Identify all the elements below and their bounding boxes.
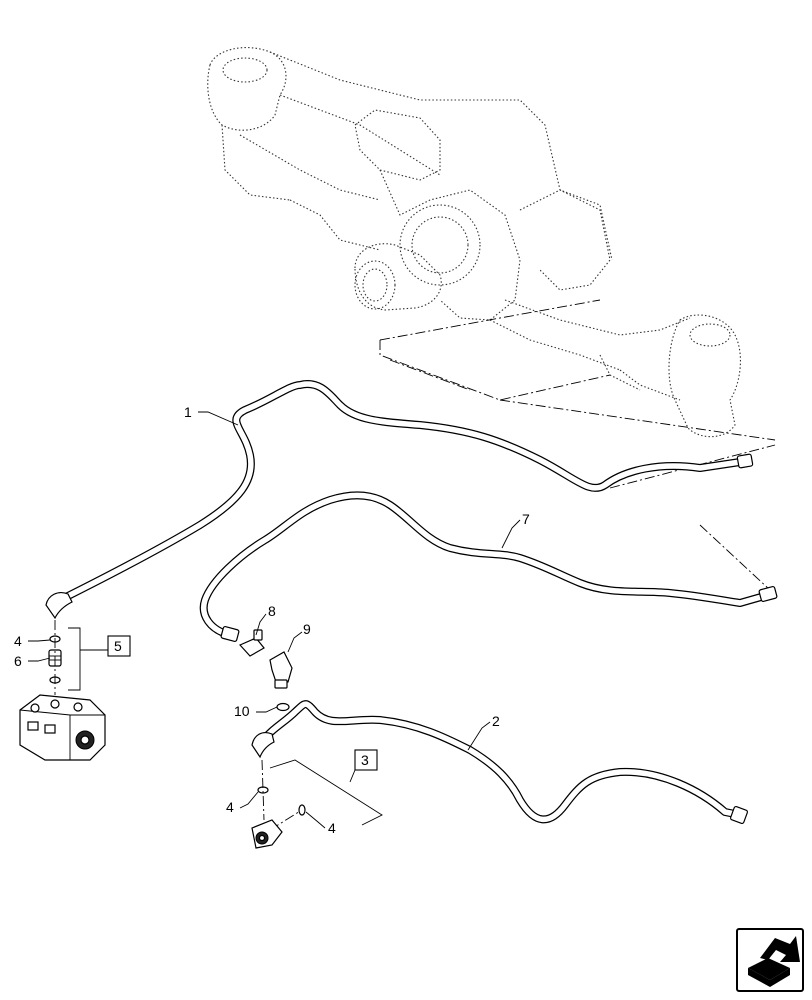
connection-line-hose7 (699, 524, 771, 591)
svg-text:5: 5 (114, 638, 122, 654)
leader-9 (287, 631, 303, 653)
axis-lower-fitting (261, 759, 265, 821)
callout-7: 7 (522, 511, 530, 527)
hose-7 (199, 491, 778, 643)
callout-9: 9 (303, 621, 311, 637)
hose-1 (45, 380, 754, 620)
next-page-arrow-icon[interactable] (736, 928, 804, 992)
fitting-8 (238, 629, 265, 657)
callout-6: 6 (14, 653, 22, 669)
callout-box-5: 5 (107, 635, 131, 657)
callout-4-left: 4 (14, 633, 22, 649)
callout-10: 10 (234, 703, 250, 719)
leader-10 (256, 706, 278, 713)
callout-1: 1 (184, 404, 192, 420)
leader-1 (198, 411, 239, 426)
callout-2: 2 (492, 713, 500, 729)
hose-2 (251, 700, 749, 825)
svg-text:3: 3 (361, 752, 369, 768)
seal-10 (276, 702, 290, 712)
leader-8 (255, 613, 267, 636)
callout-8: 8 (268, 603, 276, 619)
bracket-3 (269, 759, 383, 826)
bracket-5 (68, 627, 108, 691)
tee-fitting-lower (251, 819, 283, 849)
seal-4-lower-right (298, 804, 306, 816)
leader-6 (28, 657, 51, 662)
leader-4b (239, 791, 259, 809)
leader-7 (501, 519, 521, 549)
steering-valve (19, 694, 106, 761)
leader-2 (467, 721, 491, 751)
callout-box-3: 3 (354, 749, 378, 771)
axle-assembly (207, 47, 776, 441)
leader-4a (28, 639, 51, 642)
fitting-9 (269, 651, 293, 689)
callout-4-lower-right: 4 (328, 820, 336, 836)
leader-4c (305, 811, 326, 829)
callout-4-lower: 4 (226, 799, 234, 815)
